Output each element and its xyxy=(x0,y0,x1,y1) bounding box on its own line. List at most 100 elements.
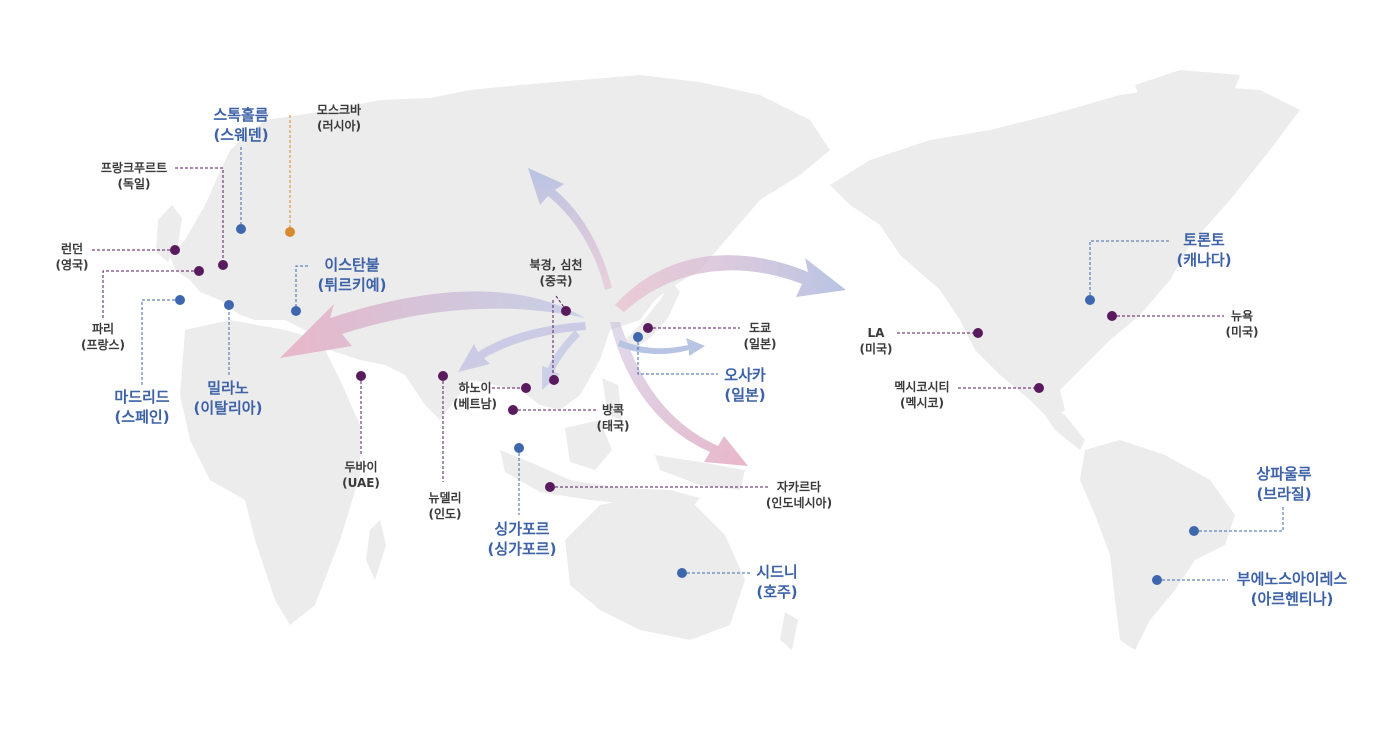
marker-madrid[interactable] xyxy=(175,295,185,305)
land-scandinavia xyxy=(215,150,285,230)
country-name: (캐나다) xyxy=(1176,250,1232,269)
country-name: (베트남) xyxy=(452,396,498,411)
leader-toronto xyxy=(1089,240,1170,300)
marker-moscow[interactable] xyxy=(285,227,295,237)
country-name: (미국) xyxy=(859,341,893,356)
marker-beijing[interactable] xyxy=(561,306,571,316)
leader-istanbul xyxy=(295,265,308,310)
land-africa xyxy=(180,320,360,625)
country-name: (UAE) xyxy=(342,475,380,490)
city-name: 북경, 심천 xyxy=(529,258,583,272)
leader-madrid xyxy=(141,299,180,385)
marker-newdelhi[interactable] xyxy=(438,371,448,381)
label-buenosaires: 부에노스아이레스 (아르헨티나) xyxy=(1224,570,1360,609)
label-toronto: 토론토 (캐나다) xyxy=(1166,231,1242,270)
leader-paris xyxy=(102,270,198,318)
marker-mexicocity[interactable] xyxy=(1034,383,1044,393)
city-name: 파리 xyxy=(91,322,115,336)
label-sydney: 시드니 (호주) xyxy=(744,563,810,602)
city-markers xyxy=(170,224,1199,585)
label-milan: 밀라노 (이탈리아) xyxy=(182,379,274,418)
city-name: 시드니 xyxy=(756,563,798,581)
city-name: 뉴델리 xyxy=(428,491,462,505)
marker-sydney[interactable] xyxy=(677,568,687,578)
marker-frankfurt[interactable] xyxy=(218,260,228,270)
country-name: (인도) xyxy=(428,506,462,521)
marker-saopaulo[interactable] xyxy=(1189,526,1199,536)
marker-jakarta[interactable] xyxy=(545,482,555,492)
city-name: 자카르타 xyxy=(776,480,822,494)
label-stockholm: 스톡홀름 (스웨덴) xyxy=(200,106,282,145)
land-borneo xyxy=(565,420,612,470)
route-arrows xyxy=(280,168,846,466)
city-name: 오사카 xyxy=(724,366,766,384)
label-bangkok: 방콕 (태국) xyxy=(590,403,636,434)
city-name: 하노이 xyxy=(458,381,492,395)
arrow-to-japan xyxy=(618,338,705,356)
city-name: 프랑크푸르트 xyxy=(100,161,168,175)
marker-shenzhen[interactable] xyxy=(549,375,559,385)
marker-bangkok[interactable] xyxy=(508,405,518,415)
leader-osaka xyxy=(637,337,718,375)
land-newzealand xyxy=(780,612,798,650)
country-name: (스페인) xyxy=(114,407,170,426)
leader-beijing-1 xyxy=(555,295,567,311)
label-moscow: 모스크바 (러시아) xyxy=(300,103,378,134)
city-name: LA xyxy=(867,326,885,340)
marker-istanbul[interactable] xyxy=(291,306,301,316)
country-name: (일본) xyxy=(743,336,777,351)
arrow-to-oceania xyxy=(610,322,748,466)
label-newdelhi: 뉴델리 (인도) xyxy=(414,491,476,522)
country-name: (러시아) xyxy=(316,118,362,133)
arrow-to-seasia xyxy=(542,330,580,390)
arrow-to-americas xyxy=(615,255,846,312)
city-name: 싱가포르 xyxy=(494,520,550,538)
marker-la[interactable] xyxy=(973,328,983,338)
city-name: 마드리드 xyxy=(114,388,170,406)
country-name: (호주) xyxy=(756,582,798,601)
label-singapore: 싱가포르 (싱가포르) xyxy=(474,520,570,559)
arrow-to-india xyxy=(458,322,586,372)
label-mexicocity: 멕시코시티 (멕시코) xyxy=(882,380,962,411)
city-name: 모스크바 xyxy=(316,103,362,117)
label-osaka: 오사카 (일본) xyxy=(712,366,778,405)
marker-newyork[interactable] xyxy=(1107,311,1117,321)
land-north-america xyxy=(830,85,1300,420)
label-la: LA (미국) xyxy=(852,326,900,357)
marker-milan[interactable] xyxy=(224,300,234,310)
land-australia xyxy=(565,495,745,640)
country-name: (싱가포르) xyxy=(487,539,557,558)
land-masses xyxy=(156,70,1300,650)
label-dubai: 두바이 (UAE) xyxy=(330,460,392,491)
leader-lines xyxy=(92,115,1284,581)
country-name: (미국) xyxy=(1225,324,1259,339)
country-name: (독일) xyxy=(117,176,151,191)
marker-stockholm[interactable] xyxy=(236,224,246,234)
marker-tokyo[interactable] xyxy=(643,323,653,333)
marker-singapore[interactable] xyxy=(514,443,524,453)
marker-dubai[interactable] xyxy=(356,371,366,381)
country-name: (튀르키예) xyxy=(317,275,387,294)
city-name: 런던 xyxy=(60,242,84,256)
label-tokyo: 도쿄 (일본) xyxy=(732,321,788,352)
marker-osaka[interactable] xyxy=(633,332,643,342)
label-istanbul: 이스탄불 (튀르키예) xyxy=(306,256,398,295)
city-name: 상파울루 xyxy=(1256,465,1312,483)
marker-paris[interactable] xyxy=(194,266,204,276)
city-name: 밀라노 xyxy=(207,379,249,397)
country-name: (스웨덴) xyxy=(213,125,269,144)
leader-frankfurt xyxy=(175,167,224,265)
label-frankfurt: 프랑크푸르트 (독일) xyxy=(86,161,182,192)
marker-london[interactable] xyxy=(170,245,180,255)
country-name: (프랑스) xyxy=(80,337,126,352)
marker-toronto[interactable] xyxy=(1085,295,1095,305)
country-name: (아르헨티나) xyxy=(1250,589,1334,608)
marker-hanoi[interactable] xyxy=(521,383,531,393)
label-beijing: 북경, 심천 (중국) xyxy=(518,258,594,289)
land-south-america xyxy=(1080,440,1235,650)
marker-buenosaires[interactable] xyxy=(1152,575,1162,585)
country-name: (영국) xyxy=(55,257,89,272)
country-name: (태국) xyxy=(596,418,630,433)
label-hanoi: 하노이 (베트남) xyxy=(446,381,504,412)
